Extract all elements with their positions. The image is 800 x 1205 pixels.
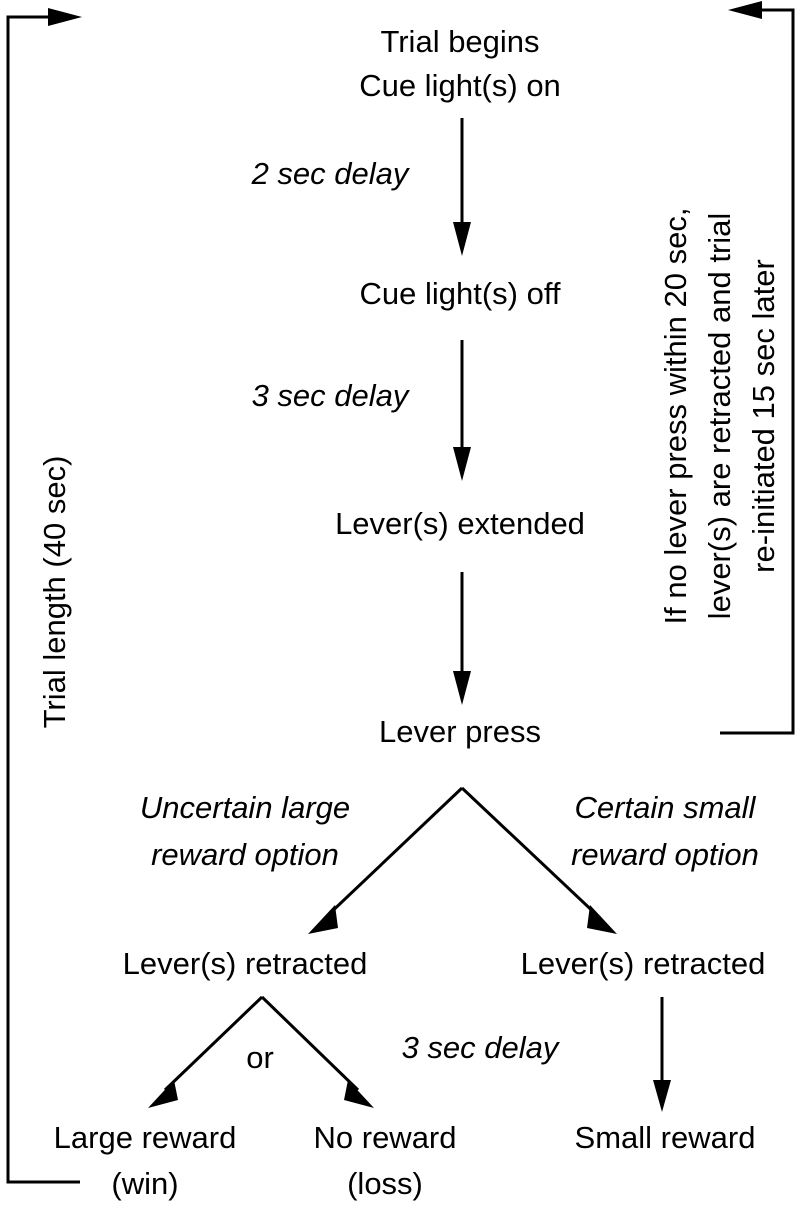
node-no-reward: No reward (loss) [270, 1120, 500, 1202]
edge-label-certain: Certain small reward option [530, 790, 800, 873]
trial-length-loop [6, 15, 80, 1184]
arrow-press-to-right [460, 786, 602, 920]
node-trial-begins: Trial begins Cue light(s) on [340, 24, 580, 104]
side-label-trial-length: Trial length (40 sec) [37, 455, 72, 729]
side-label-no-press-line3: re-initiated 15 sec later [746, 259, 781, 573]
arrowhead-left-win [148, 1080, 178, 1108]
arrowhead-left-loss [344, 1080, 374, 1108]
arrowhead-press-left [308, 905, 338, 934]
edge-label-3-sec-delay-a: 3 sec delay [251, 378, 409, 413]
node-large-reward-line2: (win) [111, 1166, 179, 1201]
node-cue-off: Cue light(s) off [359, 276, 561, 311]
edge-label-uncertain-line1: Uncertain large [139, 790, 351, 825]
arrow-press-to-left [323, 786, 464, 920]
edge-label-uncertain-line2: reward option [151, 837, 339, 872]
arrowhead-2 [453, 447, 471, 481]
arrowhead-left-loop [48, 8, 82, 26]
arrow-left-to-loss [260, 995, 360, 1092]
node-no-reward-line1: No reward [313, 1120, 457, 1155]
node-small-reward: Small reward [574, 1120, 756, 1155]
arrow-left-to-win [163, 995, 264, 1092]
node-large-reward-line1: Large reward [53, 1120, 237, 1155]
edge-label-or: or [246, 1040, 274, 1075]
arrowhead-right-small [653, 1080, 671, 1112]
side-label-no-press: If no lever press within 20 sec, lever(s… [654, 156, 786, 676]
node-no-reward-line2: (loss) [347, 1166, 423, 1201]
side-label-no-press-line1: If no lever press within 20 sec, [658, 207, 693, 625]
node-large-reward: Large reward (win) [20, 1120, 270, 1202]
edge-label-3-sec-delay-b: 3 sec delay [401, 1030, 559, 1065]
edge-label-uncertain: Uncertain large reward option [95, 790, 395, 873]
arrowhead-3 [453, 671, 471, 705]
node-trial-begins-line1: Trial begins [380, 24, 540, 59]
node-retracted-right: Lever(s) retracted [520, 946, 766, 981]
arrowhead-1 [453, 222, 471, 256]
node-lever-press: Lever press [379, 714, 541, 749]
edge-label-2-sec-delay: 2 sec delay [251, 156, 409, 191]
node-trial-begins-line2: Cue light(s) on [359, 68, 561, 103]
node-retracted-left: Lever(s) retracted [122, 946, 368, 981]
arrowhead-press-right [587, 905, 617, 934]
arrowhead-right-loop [728, 1, 762, 19]
no-press-loop [720, 8, 795, 735]
edge-label-certain-line1: Certain small [574, 790, 756, 825]
edge-label-certain-line2: reward option [571, 837, 759, 872]
node-lever-extended: Lever(s) extended [335, 506, 585, 541]
side-label-no-press-line2: lever(s) are retracted and trial [702, 212, 737, 620]
